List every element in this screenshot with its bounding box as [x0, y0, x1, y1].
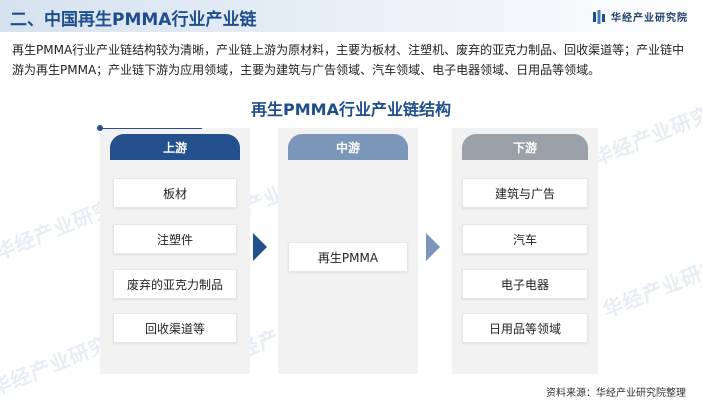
midstream-item: 再生PMMA — [288, 242, 408, 272]
brand: 华经产业研究院 — [593, 9, 688, 24]
brand-logo-icon — [593, 9, 605, 24]
page-header: 二、中国再生PMMA行业产业链 华经产业研究院 — [0, 0, 702, 34]
downstream-item: 汽车 — [462, 224, 588, 254]
downstream-column: 下游 建筑与广告 汽车 电子电器 日用品等领域 — [452, 128, 598, 374]
midstream-header: 中游 — [288, 134, 408, 160]
downstream-header: 下游 — [462, 134, 588, 160]
midstream-column: 中游 再生PMMA — [278, 128, 418, 374]
header-band — [0, 0, 702, 32]
page-title: 二、中国再生PMMA行业产业链 — [10, 10, 257, 30]
downstream-item: 建筑与广告 — [462, 178, 588, 208]
watermark: 华经产业研究院 — [599, 245, 702, 323]
upstream-item: 板材 — [113, 178, 237, 208]
upstream-item: 注塑件 — [113, 224, 237, 254]
downstream-item: 日用品等领域 — [462, 313, 588, 343]
triangle-right-icon — [253, 233, 267, 261]
triangle-right-icon — [426, 233, 440, 261]
source-note: 资料来源：华经产业研究院整理 — [546, 388, 686, 399]
upstream-header: 上游 — [110, 134, 240, 160]
intro-paragraph: 再生PMMA行业产业链结构较为清晰，产业链上游为原材料，主要为板材、注塑机、废弃… — [12, 43, 685, 77]
brand-name: 华经产业研究院 — [611, 13, 688, 24]
upstream-column: 上游 板材 注塑件 废弃的亚克力制品 回收渠道等 — [97, 125, 250, 374]
upstream-item: 废弃的亚克力制品 — [113, 269, 237, 299]
chart-title: 再生PMMA行业产业链结构 — [251, 100, 451, 119]
upstream-item: 回收渠道等 — [113, 313, 237, 343]
downstream-item: 电子电器 — [462, 269, 588, 299]
